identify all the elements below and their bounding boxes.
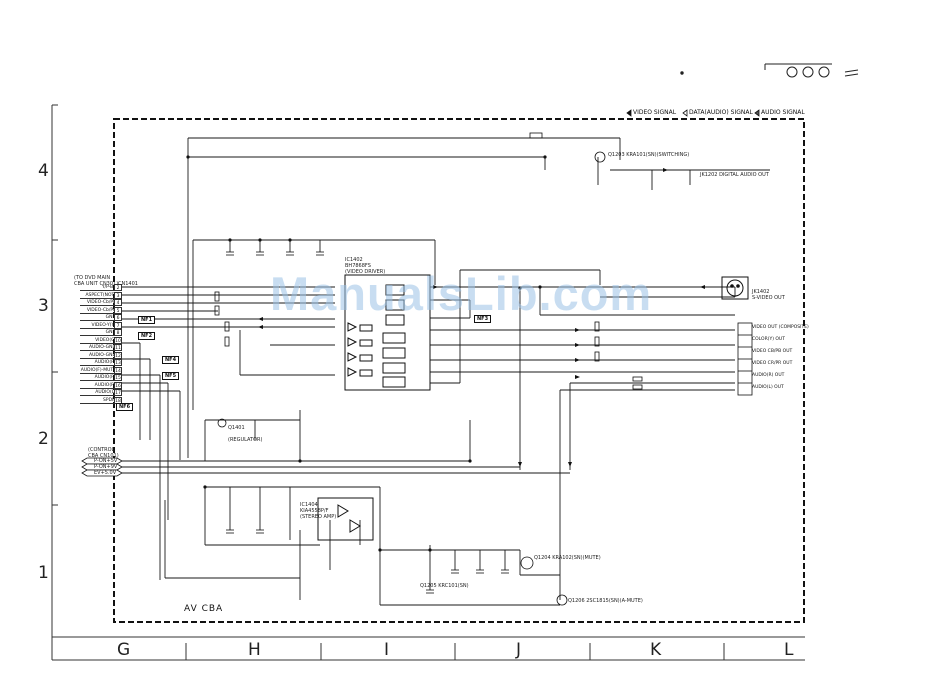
connector-signal-label: GND	[80, 314, 118, 321]
nf-tag-5: NF5	[162, 372, 180, 380]
ic1402-function: (VIDEO DRIVER)	[345, 269, 386, 275]
connector-pin-number: 5	[114, 306, 122, 314]
control-subtitle: CBA CN101)	[88, 453, 119, 459]
connector-pin-number: 15	[114, 374, 122, 381]
connector-signal-label: Y/P-Bo	[80, 284, 118, 291]
connector-pin-number: 17	[114, 389, 122, 396]
svideo-jack	[721, 276, 749, 300]
connector-pin-number: 3	[114, 291, 122, 299]
connector-pin-number: 16	[114, 381, 122, 389]
nf-tag-2: NF2	[138, 332, 156, 340]
connector-signal-label: ASPECT(NOT)	[80, 292, 118, 299]
connector-signal-label: AUDIO(R)	[80, 359, 118, 366]
control-line-p-on-5v: P-ON+5V	[94, 458, 118, 464]
top-transistors	[217, 151, 606, 606]
connector-signal-label: VIDEO-Y(Y)	[80, 322, 118, 329]
passive-components	[214, 132, 643, 594]
connector-pin-number: 14	[114, 366, 122, 374]
connector-pin-number: 6	[114, 314, 122, 321]
connector-signal-label: AUDIO-GND	[80, 352, 118, 359]
connector-pin-number: 10	[114, 336, 122, 344]
connector-pin-number: 11	[114, 344, 122, 351]
row-label-1: 1	[38, 563, 49, 583]
ic1402-body	[344, 274, 431, 391]
output-terminal-block	[737, 322, 753, 396]
wiring	[88, 137, 770, 606]
connector-signal-label: AUDIO(R)	[80, 382, 118, 389]
nf-tag-6: NF6	[116, 403, 134, 411]
nf-tag-1: NF1	[138, 316, 156, 324]
ic1404-function: (STEREO AMP)	[300, 514, 337, 520]
nf-tag-4: NF4	[162, 356, 180, 364]
svideo-jack-desc: S-VIDEO OUT	[752, 295, 785, 301]
corner-fragment	[680, 63, 859, 78]
q1401-ref: Q1401	[228, 425, 245, 431]
watermark: ManualsLib.com	[270, 267, 653, 320]
column-label-l: L	[784, 640, 794, 660]
connector-signal-label: AUDIO(L)	[80, 389, 118, 396]
connector-pin-number: 13	[114, 359, 122, 366]
q1401-function: (REGULATOR)	[228, 437, 263, 443]
output-video-cb-pb: VIDEO CB/PB OUT	[752, 349, 793, 354]
nf-tag-3: NF3	[474, 315, 492, 323]
transistor-q1203: Q1203 KRA101(SN)(SWITCHING)	[608, 152, 690, 158]
control-line-p-on-9v: P-ON+9V	[94, 464, 118, 470]
connector-signal-label: VIDEO(C)	[80, 337, 118, 344]
connector-signal-label: AUDIO(R)	[80, 374, 118, 381]
ic1404-body	[317, 497, 374, 541]
row-label-2: 2	[38, 429, 49, 449]
connector-signal-label: GND	[80, 329, 118, 336]
connector-signal-label: AUDIO-GND	[80, 344, 118, 351]
transistor-q1205: Q1205 KRC101(SN)	[420, 583, 469, 589]
ic1404-part: KIA4558P/F	[300, 508, 329, 514]
control-line-tags	[81, 457, 123, 477]
connector-pin-number: 4	[114, 299, 122, 306]
connector-subtitle: CBA UNIT CN301)	[74, 281, 119, 287]
legend-video-signal: VIDEO SIGNAL	[633, 109, 677, 116]
signal-arrows	[258, 168, 705, 467]
column-label-i: I	[384, 640, 390, 660]
connector-signal-label: AUDIO(F)-MUTE	[80, 367, 118, 374]
grid-frame	[51, 104, 805, 661]
control-line-ev-5v: EV+5.0V	[94, 470, 117, 476]
column-label-h: H	[248, 640, 261, 660]
connector-signal-label: VIDEO-Cb/Pb	[80, 299, 118, 306]
output-color-y: COLOR(Y) OUT	[752, 337, 785, 342]
control-title: (CONTROL	[88, 447, 115, 453]
connector-signal-label: VIDEO-Cb/Pb	[80, 307, 118, 314]
ic1404-ref: IC1404	[300, 502, 318, 508]
digital-audio-out: JK1202 DIGITAL AUDIO OUT	[700, 172, 769, 178]
connector-pin-number: 8	[114, 329, 122, 336]
transistor-q1204: Q1204 KRA102(SN)(MUTE)	[534, 555, 601, 561]
transistor-q1206: Q1206 2SC1815(SN)(A-MUTE)	[568, 598, 643, 604]
ic1402-ref: IC1402	[345, 257, 363, 263]
connector-signal-label: SPDIF	[80, 397, 118, 404]
svideo-jack-ref: JK1402	[752, 289, 770, 295]
connector-pin-number: 7	[114, 321, 122, 329]
row-label-4: 4	[38, 161, 49, 181]
junction-dots	[186, 155, 547, 552]
board-outline	[113, 118, 805, 623]
board-name: AV CBA	[184, 604, 224, 614]
connector-title: (TO DVD MAIN	[74, 275, 111, 281]
legend-data-audio-signal: DATA(AUDIO) SIGNAL	[689, 109, 753, 116]
output-video-cr-pr: VIDEO CR/PR OUT	[752, 361, 793, 366]
connector-pin-number: 12	[114, 351, 122, 359]
output-video-composite: VIDEO OUT (COMPOSITE)	[752, 325, 809, 330]
column-label-g: G	[117, 640, 131, 660]
legend-markers	[626, 109, 760, 117]
column-label-j: J	[516, 640, 522, 660]
legend-audio-signal: AUDIO SIGNAL	[761, 109, 805, 116]
row-label-3: 3	[38, 296, 49, 316]
connector-ref: CN1401	[118, 281, 138, 287]
ic1402-part: BH7868FS	[345, 263, 371, 269]
column-label-k: K	[650, 640, 662, 660]
output-audio-r: AUDIO(R) OUT	[752, 373, 785, 378]
output-audio-l: AUDIO(L) OUT	[752, 385, 784, 390]
connector-pin-number: 2	[114, 284, 122, 291]
